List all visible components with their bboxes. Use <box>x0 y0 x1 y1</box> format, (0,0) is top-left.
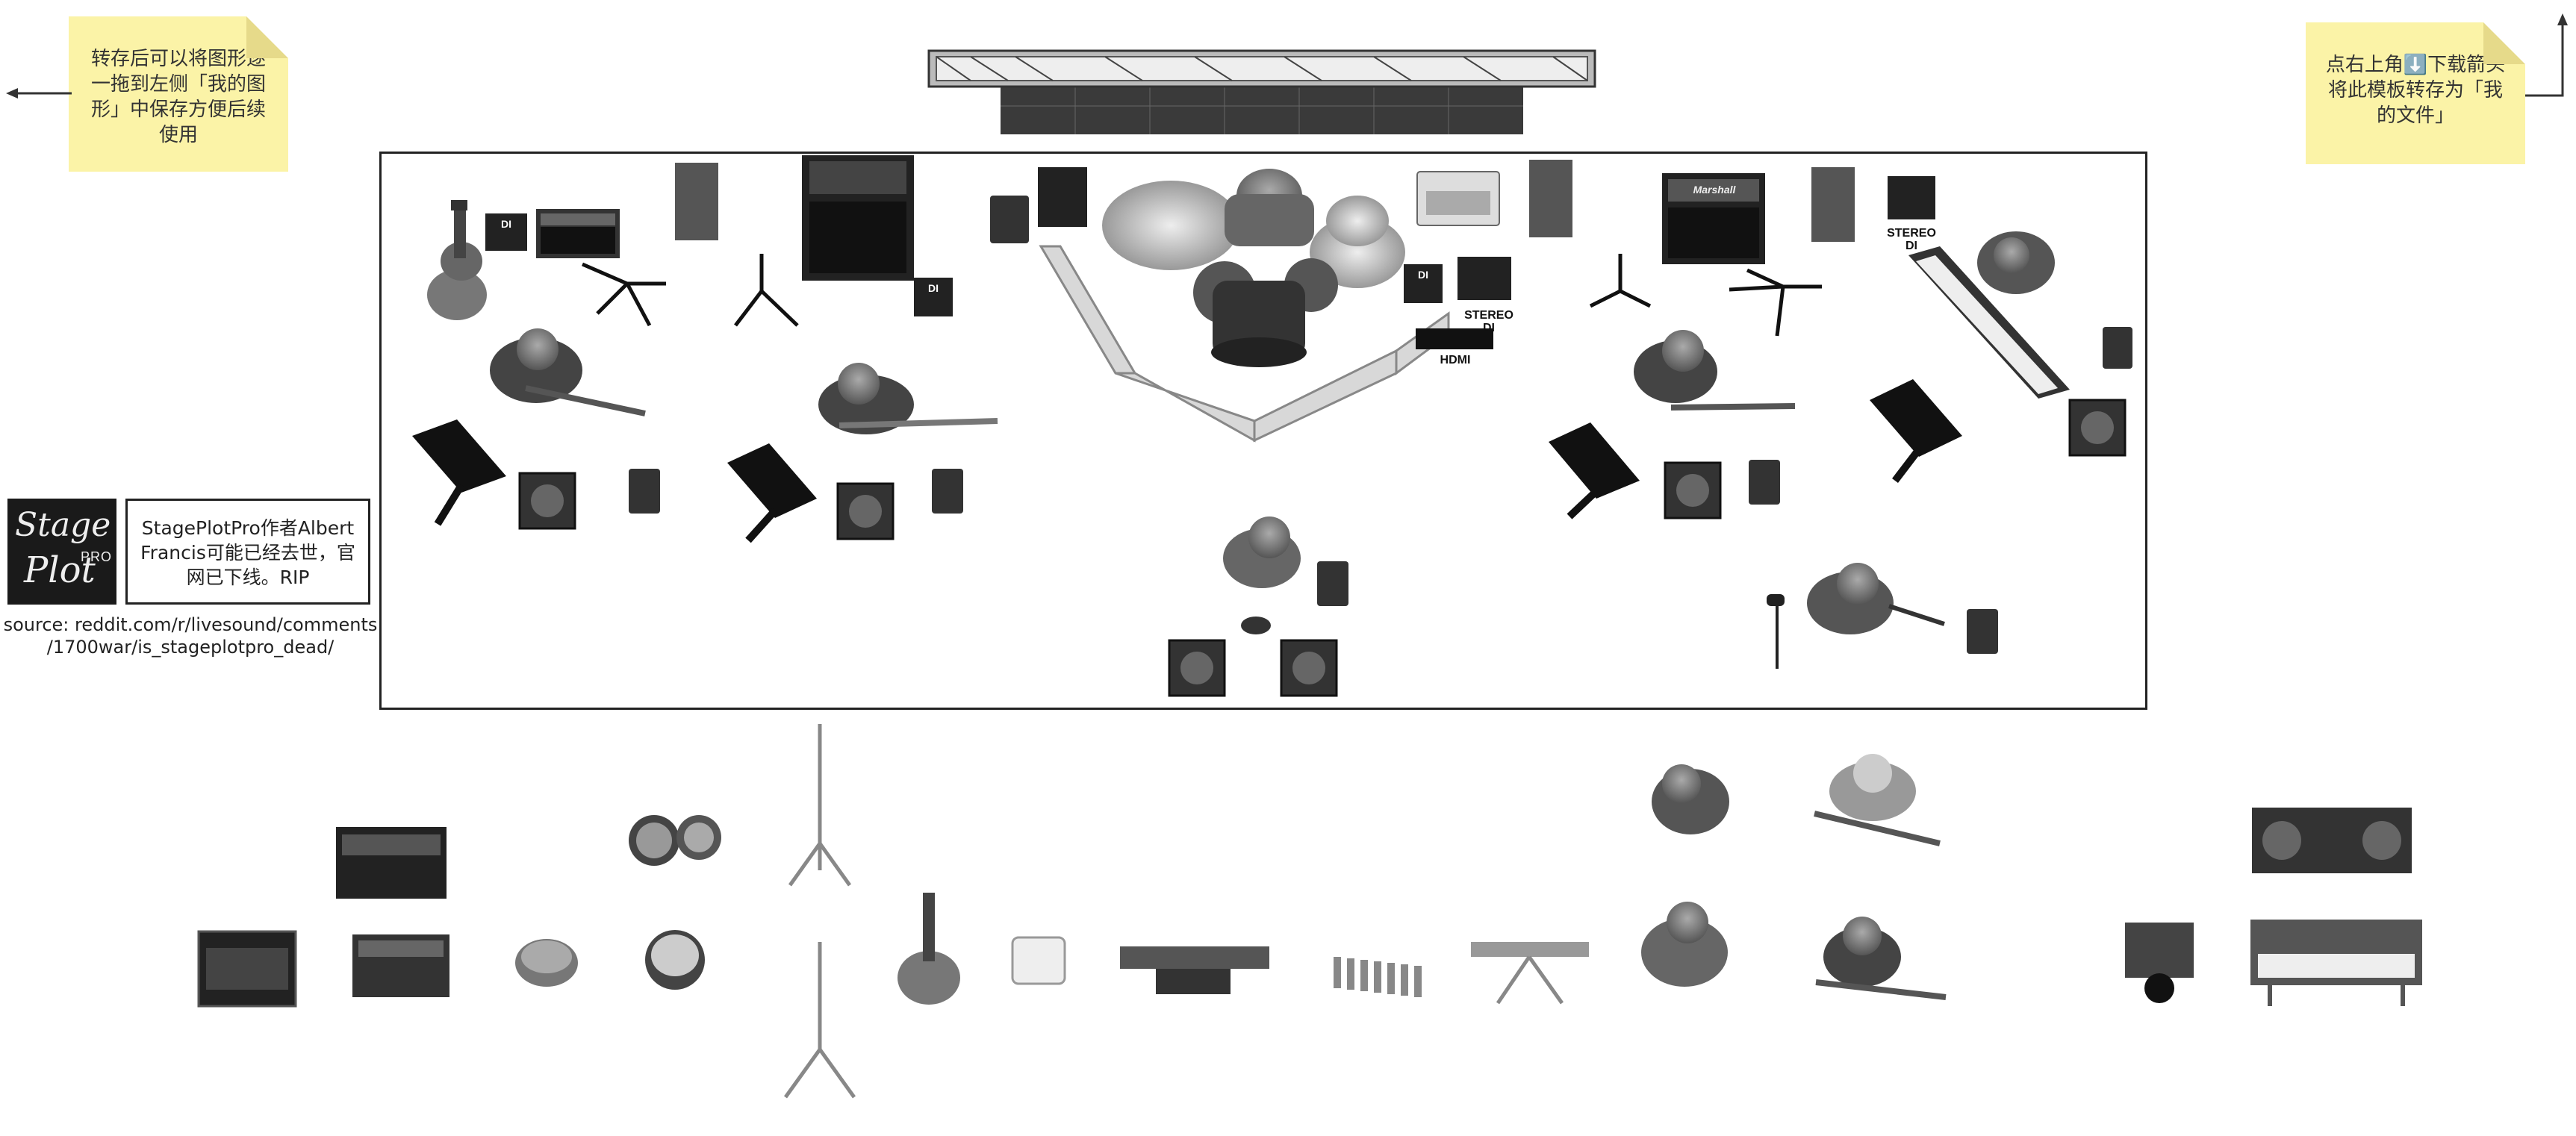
logo-pro-text: PRO <box>80 549 112 564</box>
stereo-di-label: STEREO DI <box>1452 309 1526 334</box>
note-text: 点右上角⬇️下载箭头将此模板转存为「我的文件」 <box>2325 54 2506 127</box>
source-caption: source: reddit.com/r/livesound/comments … <box>0 614 381 658</box>
note-download-template: 点右上角⬇️下载箭头将此模板转存为「我的文件」 <box>2306 22 2525 164</box>
wireless-pack[interactable] <box>629 167 2132 654</box>
note-drag-to-my-shapes: 转存后可以将图形逐一拖到左侧「我的图形」中保存方便后续使用 <box>69 16 288 172</box>
arrow-up-icon <box>2525 13 2568 97</box>
violinist[interactable] <box>1807 563 1945 634</box>
source-line: /1700war/is_stageplotpro_dead/ <box>46 637 335 658</box>
stereo-di-text: STEREO <box>1887 227 1936 240</box>
keyboard[interactable] <box>1908 231 2070 399</box>
microphone-icon[interactable] <box>1767 594 1785 669</box>
bass-cabinet[interactable] <box>802 155 914 281</box>
di-label: DI <box>501 218 511 230</box>
palette-flight-case[interactable] <box>197 930 297 1008</box>
palette-xylophone[interactable] <box>1334 957 1422 997</box>
stereo-di-text: DI <box>1483 322 1495 334</box>
palette-dj-controller[interactable] <box>2252 808 2412 873</box>
palette-congas[interactable] <box>629 815 721 866</box>
hdmi-label: HDMI <box>1440 354 1471 366</box>
guitarist[interactable] <box>490 328 646 416</box>
logo-text: Stage <box>15 506 111 544</box>
stageplotpro-logo: Stage Plot PRO <box>7 499 116 605</box>
palette-ipad[interactable] <box>1011 936 1066 985</box>
laptop[interactable] <box>1416 171 1500 226</box>
palette-acoustic-guitar[interactable] <box>897 893 960 1005</box>
palette-table[interactable] <box>1120 946 1269 994</box>
palette-bass-amp[interactable] <box>336 827 447 899</box>
music-stand[interactable] <box>412 379 1962 543</box>
guitarist[interactable] <box>1634 330 1796 411</box>
palette-person[interactable] <box>1641 764 1729 987</box>
bassist[interactable] <box>818 363 998 434</box>
guitar-amp[interactable] <box>536 209 620 258</box>
credit-box: StagePlotPro作者Albert Francis可能已经去世，官网已下线… <box>125 499 370 605</box>
logo-text: Plot <box>24 549 96 591</box>
palette-combo-amp[interactable] <box>352 934 449 997</box>
guitar-stand[interactable] <box>734 254 1652 327</box>
wireless-rack[interactable] <box>675 160 1855 242</box>
floor-monitor[interactable] <box>518 399 2127 697</box>
palette-synth[interactable] <box>2250 920 2422 1006</box>
stereo-di-label: STEREO DI <box>1874 227 1949 252</box>
stereo-di-text: STEREO <box>1464 309 1513 322</box>
di-label: DI <box>928 282 939 294</box>
stereo-di[interactable] <box>1416 176 1935 349</box>
palette-keyboard-stand[interactable] <box>1471 942 1589 1005</box>
di-box[interactable] <box>485 213 1443 316</box>
note-text: 转存后可以将图形逐一拖到左侧「我的图形」中保存方便后续使用 <box>90 48 266 146</box>
credit-text: StagePlotPro作者Albert Francis可能已经去世，官网已下线… <box>140 517 355 588</box>
arrow-left-icon <box>6 88 72 99</box>
source-line: source: reddit.com/r/livesound/comments <box>3 614 378 635</box>
drum-kit[interactable] <box>1102 169 1405 367</box>
palette-pad-controller[interactable] <box>2125 923 2194 1003</box>
mic-stand[interactable] <box>1729 268 1822 337</box>
marshall-amp[interactable] <box>1662 173 1765 264</box>
amp-brand-label: Marshall <box>1693 184 1736 196</box>
palette-snare[interactable] <box>515 939 578 987</box>
mic-stand[interactable] <box>582 262 666 327</box>
truss-video-wall[interactable] <box>926 46 1598 137</box>
palette-guitarist[interactable] <box>1814 754 1947 1000</box>
acoustic-guitar[interactable] <box>427 200 487 320</box>
vocalist[interactable] <box>1223 516 1301 634</box>
di-label: DI <box>1418 269 1428 281</box>
palette-tom[interactable] <box>645 930 705 990</box>
palette-mic-stand[interactable] <box>783 724 856 1099</box>
stereo-di-text: DI <box>1905 240 1917 252</box>
